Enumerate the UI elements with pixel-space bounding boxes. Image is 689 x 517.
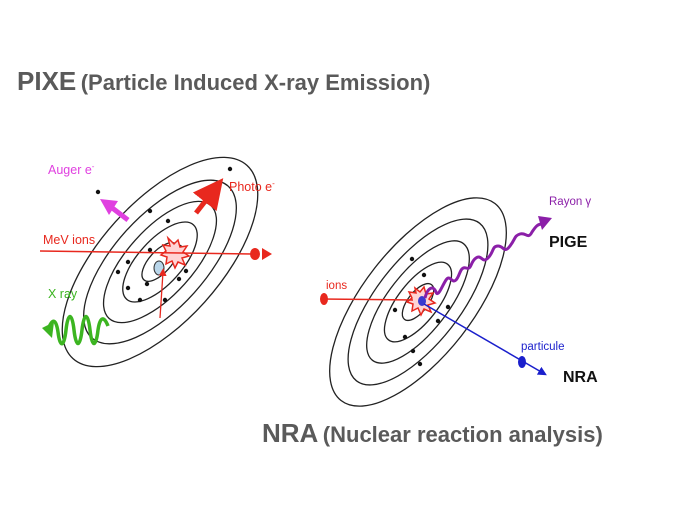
pixe-xray-wave [46, 314, 110, 346]
nra-title-main: NRA [262, 418, 319, 448]
nra-title: NRA (Nuclear reaction analysis) [262, 418, 603, 449]
nra-orbit-2 [347, 218, 489, 386]
pixe-orbit-4 [122, 221, 198, 303]
pixe-auger-arrow [109, 205, 130, 222]
pixe-photo-arrow [192, 178, 224, 215]
rayon-label: Rayon γ [549, 196, 591, 208]
nra-electrons [392, 256, 451, 367]
pixe-electrons [115, 208, 189, 303]
mev-ions-label: MeV ions [43, 233, 95, 247]
pixe-outgoing-ion [250, 248, 260, 260]
pixe-ion-beam [39, 250, 253, 255]
pixe-title: PIXE (Particle Induced X-ray Emission) [17, 66, 430, 97]
nra-title-sub: (Nuclear reaction analysis) [322, 422, 603, 447]
photo-label: Photo e- [229, 179, 275, 194]
nra-particle [518, 356, 526, 368]
xray-label: X ray [48, 287, 78, 301]
pixe-photo-electron [227, 166, 233, 172]
nra-nucleus [418, 296, 426, 306]
nra-label: NRA [563, 369, 598, 386]
pixe-transition-arrow [158, 268, 167, 319]
nra-gamma-wave [423, 222, 543, 299]
pige-label: PIGE [549, 234, 588, 251]
nra-gamma-arrowhead [538, 216, 552, 230]
nra-incoming-ion [320, 293, 328, 305]
pixe-title-main: PIXE [17, 66, 77, 96]
pixe-ion-arrowhead [262, 248, 272, 260]
nra-ion-beam [320, 298, 414, 301]
ions-label: ions [326, 280, 347, 292]
pixe-orbit-1 [61, 156, 259, 368]
nra-orbit-4 [383, 261, 453, 343]
auger-label: Auger e- [48, 162, 95, 177]
nra-atom [329, 197, 507, 407]
particule-label: particule [521, 341, 564, 353]
pixe-title-sub: (Particle Induced X-ray Emission) [80, 70, 431, 95]
pixe-xray-arrowhead [42, 322, 54, 338]
nra-orbit-1 [329, 197, 507, 407]
pixe-auger-electron [95, 189, 101, 195]
nra-orbit-3 [366, 240, 470, 364]
pixe-auger-arrowhead [100, 199, 118, 215]
